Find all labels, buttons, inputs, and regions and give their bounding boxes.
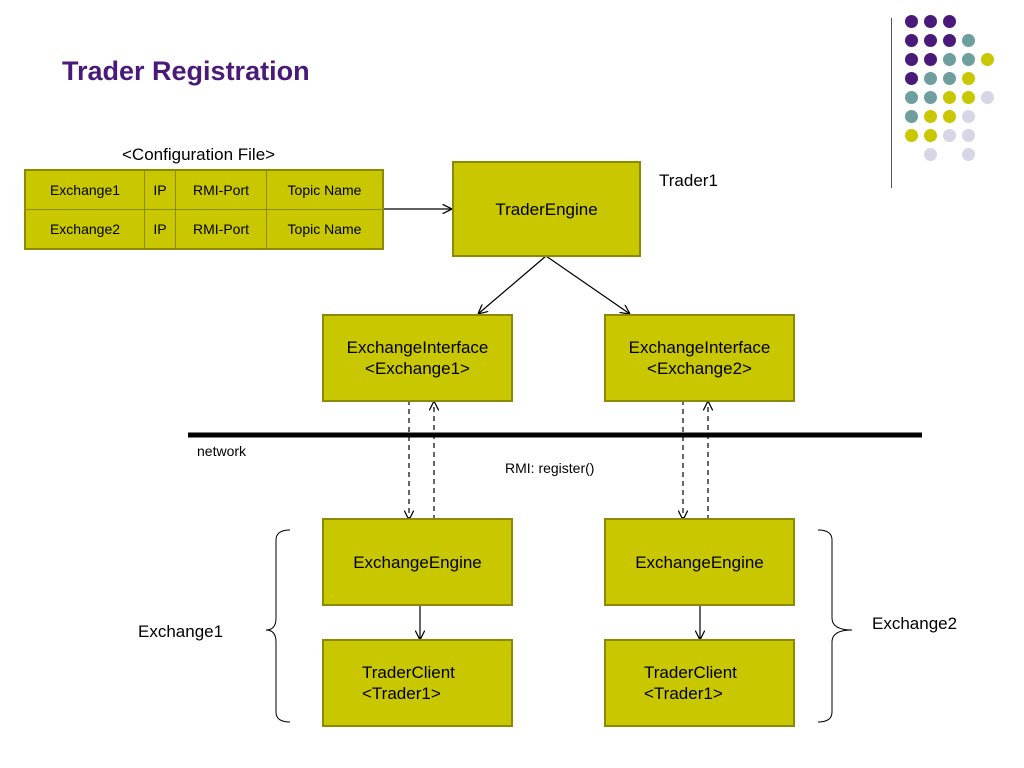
decor-dot: [962, 148, 975, 161]
rmi-label: RMI: register(): [505, 460, 595, 476]
engine-to-iface2-arrow: [545, 255, 630, 314]
decor-dot: [924, 148, 937, 161]
decor-dot: [924, 129, 937, 142]
trader-client-1-box: TraderClient <Trader1>: [322, 639, 513, 727]
decor-dot: [962, 129, 975, 142]
decor-dot: [943, 34, 956, 47]
decor-dot: [905, 72, 918, 85]
exchange-engine-1-box: ExchangeEngine: [322, 518, 513, 606]
decor-dot: [924, 91, 937, 104]
decor-dot: [962, 72, 975, 85]
config-cell: Topic Name: [266, 209, 384, 250]
exchange-engine-2-box: ExchangeEngine: [604, 518, 795, 606]
decor-dot: [962, 53, 975, 66]
decor-dot: [905, 15, 918, 28]
decor-dot: [962, 110, 975, 123]
decor-dot: [981, 53, 994, 66]
decor-dot: [924, 34, 937, 47]
config-cell: RMI-Port: [175, 169, 267, 210]
config-cell: IP: [144, 169, 176, 210]
config-table: Exchange1 IP RMI-Port Topic Name Exchang…: [24, 169, 384, 250]
config-cell: Topic Name: [266, 169, 384, 210]
decor-dot: [943, 110, 956, 123]
trader-label: Trader1: [659, 171, 718, 190]
config-cell: Exchange2: [24, 209, 145, 250]
exchange2-group-label: Exchange2: [872, 614, 958, 633]
decor-dot: [962, 91, 975, 104]
config-file-label: <Configuration File>: [122, 145, 276, 164]
slide-title: Trader Registration: [62, 56, 310, 86]
decor-divider: [891, 18, 892, 188]
exchange-interface-2-box: ExchangeInterface <Exchange2>: [604, 314, 795, 402]
config-cell: IP: [144, 209, 176, 250]
engine-to-iface1-arrow: [478, 255, 547, 314]
decor-dot: [905, 129, 918, 142]
config-row: Exchange2 IP RMI-Port Topic Name: [24, 209, 384, 250]
exchange1-group-label: Exchange1: [138, 622, 224, 641]
exchange1-brace: [265, 529, 291, 723]
decor-dot: [905, 34, 918, 47]
config-cell: Exchange1: [24, 169, 145, 210]
network-label: network: [197, 443, 247, 459]
decor-dot-grid: [905, 15, 1005, 165]
decor-dot: [943, 53, 956, 66]
decor-dot: [943, 15, 956, 28]
trader-engine-box: TraderEngine: [452, 161, 641, 257]
exchange2-brace: [817, 529, 853, 723]
decor-dot: [962, 34, 975, 47]
exchange-interface-1-box: ExchangeInterface <Exchange1>: [322, 314, 513, 402]
config-row: Exchange1 IP RMI-Port Topic Name: [24, 169, 384, 210]
decor-dot: [905, 110, 918, 123]
config-cell: RMI-Port: [175, 209, 267, 250]
trader-client-2-box: TraderClient <Trader1>: [604, 639, 795, 727]
decor-dot: [943, 129, 956, 142]
decor-dot: [905, 91, 918, 104]
decor-dot: [924, 15, 937, 28]
decor-dot: [924, 110, 937, 123]
decor-dot: [924, 72, 937, 85]
decor-dot: [905, 53, 918, 66]
decor-dot: [981, 91, 994, 104]
decor-dot: [924, 53, 937, 66]
decor-dot: [943, 91, 956, 104]
decor-dot: [943, 72, 956, 85]
